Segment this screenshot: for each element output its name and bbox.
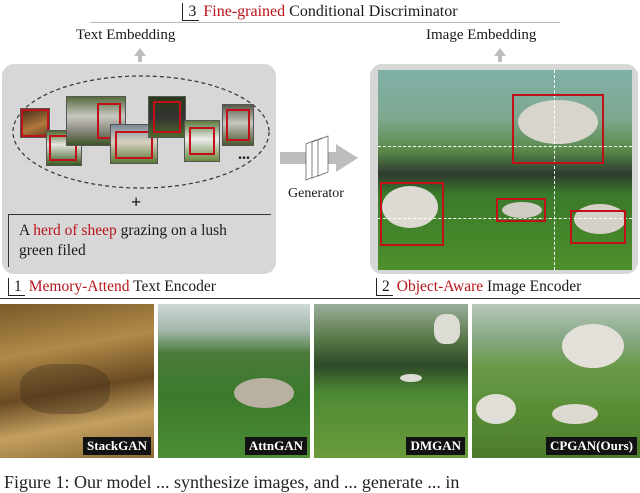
text-embedding-label: Text Embedding (76, 27, 176, 43)
text-encoder-panel (2, 64, 276, 274)
generated-image (378, 70, 632, 270)
memory-thumb-6 (184, 120, 220, 162)
title-underline (90, 22, 560, 23)
object-box-1 (512, 94, 604, 164)
text-encoder-rest: Text Encoder (129, 278, 216, 295)
generator-label: Generator (288, 186, 344, 201)
text-encoder-highlight: Memory-Attend (28, 278, 130, 295)
result-attngan: AttnGAN (158, 304, 310, 458)
up-arrow-left (134, 48, 146, 62)
title-rest: Conditional Discriminator (289, 3, 458, 20)
image-embedding-label: Image Embedding (426, 27, 537, 43)
result-label-dmgan: DMGAN (406, 437, 465, 455)
step-number-1: 1 (8, 278, 25, 296)
step-number-3: 3 (182, 3, 200, 21)
text-prefix: A (19, 222, 34, 239)
result-label-attngan: AttnGAN (244, 437, 307, 455)
plus-sign: + (131, 192, 142, 212)
generator-arrow (280, 135, 358, 181)
object-box-4 (570, 210, 626, 244)
object-box-3 (496, 198, 546, 222)
figure-caption: Figure 1: Our model ... synthesize image… (4, 472, 460, 492)
text-line2: green filed (19, 242, 86, 259)
result-label-stackgan: StackGAN (83, 437, 151, 455)
text-highlight: herd of sheep (33, 222, 117, 239)
object-box-2 (380, 182, 444, 246)
memory-ellipse (12, 75, 270, 189)
memory-ellipsis: ... (238, 146, 250, 163)
image-encoder-rest: Image Encoder (483, 278, 582, 295)
memory-thumb-7 (222, 104, 254, 146)
result-cpgan: CPGAN(Ours) (472, 304, 640, 458)
step-number-2: 2 (376, 278, 393, 296)
text-line1-rest: grazing on a lush (116, 222, 227, 239)
memory-thumb-1 (20, 108, 50, 138)
up-arrow-right (494, 48, 506, 62)
result-stackgan: StackGAN (0, 304, 154, 458)
image-encoder-highlight: Object-Aware (396, 278, 484, 295)
title-highlight: Fine-grained (203, 3, 286, 20)
memory-thumb-5 (148, 96, 186, 138)
input-text-box: A herd of sheep grazing on a lush green … (8, 214, 271, 267)
result-label-cpgan: CPGAN(Ours) (545, 437, 637, 455)
result-dmgan: DMGAN (314, 304, 468, 458)
separator-line (0, 298, 640, 299)
